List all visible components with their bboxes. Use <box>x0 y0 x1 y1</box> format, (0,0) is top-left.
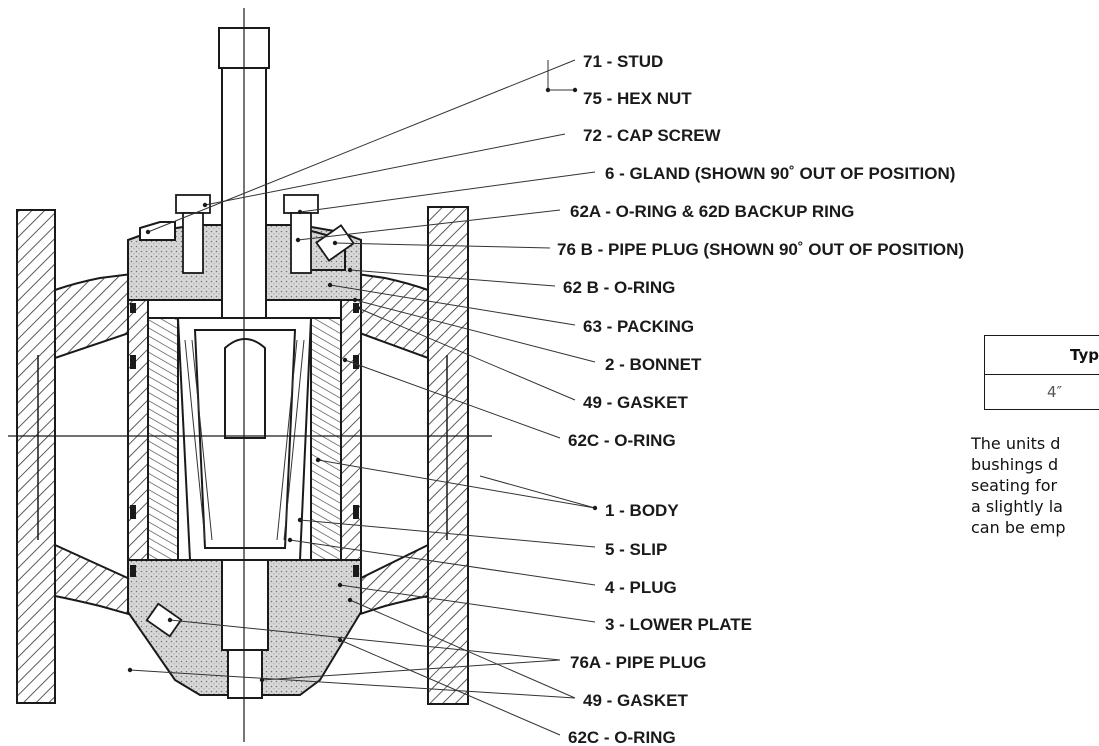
specs-table: Typ 4″ <box>984 335 1099 410</box>
callout-pipe-plug-76b: 76 B - PIPE PLUG (SHOWN 90˚ OUT OF POSIT… <box>557 240 965 259</box>
leader-arrowhead <box>167 617 173 623</box>
callout-gasket-upper: 49 - GASKET <box>583 393 688 412</box>
leader-line <box>339 584 596 623</box>
leader-arrowhead <box>297 209 303 215</box>
note-line: The units d <box>971 434 1061 453</box>
note-paragraph: The units d bushings d seating for a sli… <box>971 433 1099 538</box>
leader-line <box>289 539 596 586</box>
leader-arrowhead <box>347 267 353 273</box>
leader-arrowhead <box>297 517 303 523</box>
table-header-cell: Typ <box>984 335 1099 375</box>
leader-line <box>334 242 551 249</box>
callout-hex-nut: 75 - HEX NUT <box>583 89 692 108</box>
leader-line <box>299 171 596 213</box>
callout-cap-screw: 72 - CAP SCREW <box>583 126 721 145</box>
note-line: bushings d <box>971 455 1059 474</box>
callout-pipe-plug-76a: 76A - PIPE PLUG <box>570 653 707 672</box>
leader-line <box>329 284 576 326</box>
valve-body <box>127 299 362 644</box>
callout-body: 1 - BODY <box>605 501 679 520</box>
leader-lines <box>127 59 598 736</box>
leader-arrowhead <box>287 537 293 543</box>
leader-line <box>349 269 556 287</box>
left-flange <box>16 209 133 704</box>
leader-arrowhead <box>259 677 265 683</box>
table-cell: 4″ <box>984 374 1099 410</box>
centerlines <box>8 8 492 742</box>
leader-line <box>299 519 596 548</box>
callout-plug: 4 - PLUG <box>605 578 677 597</box>
gland-bolts <box>175 194 319 274</box>
leader-arrowhead <box>327 282 333 288</box>
callout-o-ring-62c-upper: 62C - O-RING <box>568 431 676 450</box>
callout-lower-plate: 3 - LOWER PLATE <box>605 615 753 634</box>
leader-arrowhead <box>127 667 133 673</box>
leader-arrowhead <box>342 357 348 363</box>
callout-packing: 63 - PACKING <box>583 317 695 336</box>
leader-line <box>129 669 576 699</box>
callout-bonnet: 2 - BONNET <box>605 355 702 374</box>
leader-line <box>147 59 576 233</box>
leader-line <box>261 659 561 681</box>
right-flange <box>356 206 469 705</box>
leader-line <box>349 599 576 699</box>
callout-o-ring-62c-lower: 62C - O-RING <box>568 728 676 746</box>
callout-gasket-lower: 49 - GASKET <box>583 691 688 710</box>
leader-arrowhead <box>572 87 578 93</box>
leader-arrowhead <box>352 297 358 303</box>
leader-line <box>344 359 561 439</box>
leader-arrowhead <box>295 237 301 243</box>
leader-line <box>354 299 596 363</box>
leader-arrowhead <box>145 229 151 235</box>
leader-line <box>297 209 561 241</box>
leader-line <box>317 459 596 509</box>
leader-line <box>204 133 566 206</box>
leader-arrowhead <box>315 457 321 463</box>
callout-slip: 5 - SLIP <box>605 540 668 559</box>
table-header-row: Typ <box>984 335 1099 375</box>
leader-line <box>357 307 576 401</box>
note-line: a slightly la <box>971 497 1063 516</box>
leader-line <box>479 475 596 509</box>
leader-arrowhead <box>337 637 343 643</box>
leader-line <box>169 619 561 661</box>
leader-arrowhead <box>592 505 598 511</box>
leader-arrowhead <box>347 597 353 603</box>
leader-arrowhead <box>337 582 343 588</box>
leader-arrowhead <box>332 240 338 246</box>
leader-arrowhead <box>355 305 361 311</box>
callout-o-ring-62b: 62 B - O-RING <box>563 278 676 297</box>
note-line: can be emp <box>971 518 1066 537</box>
leader-arrowhead <box>202 202 208 208</box>
callout-stud: 71 - STUD <box>583 52 664 71</box>
callout-o-ring-62a: 62A - O-RING & 62D BACKUP RING <box>570 202 855 221</box>
leader-line <box>339 639 561 736</box>
note-line: seating for <box>971 476 1058 495</box>
table-row: 4″ <box>984 374 1099 410</box>
callout-gland: 6 - GLAND (SHOWN 90˚ OUT OF POSITION) <box>605 164 956 183</box>
